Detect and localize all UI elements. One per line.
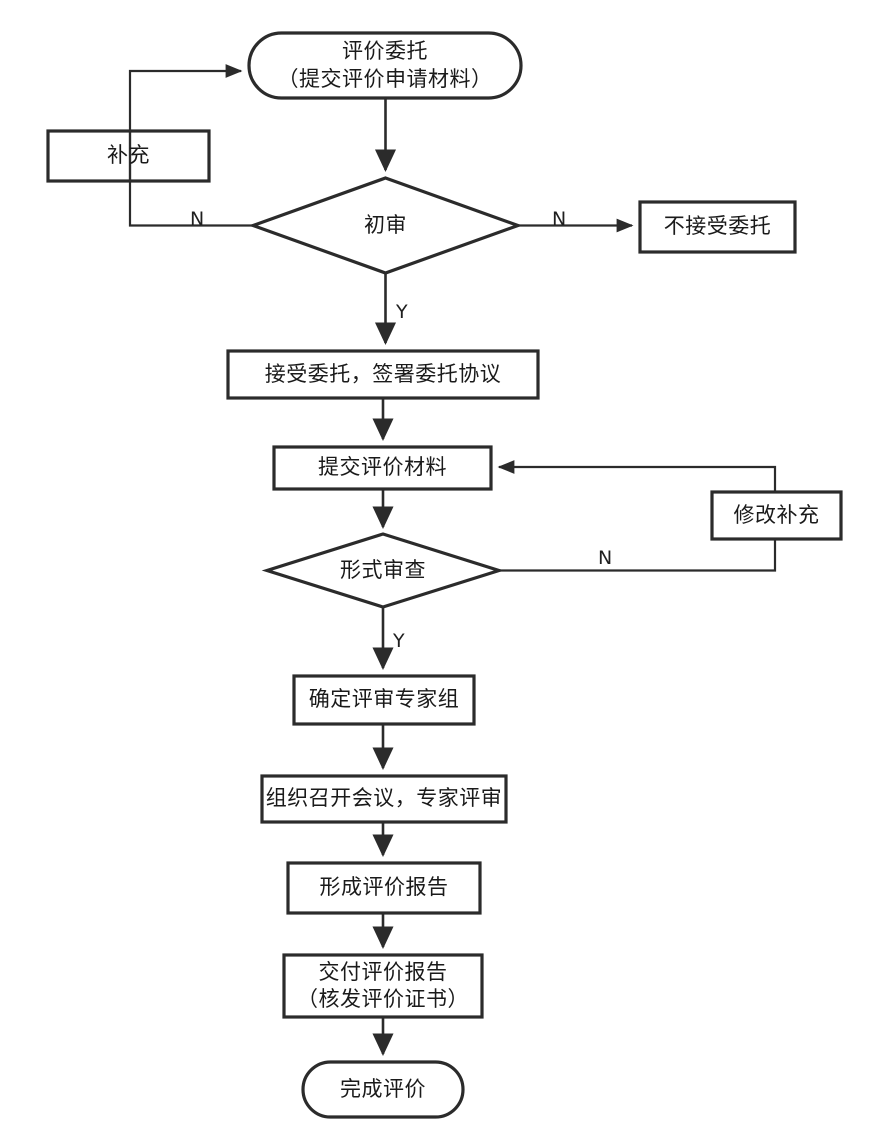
node-shape-finish: [301, 1060, 465, 1119]
node-supplement[interactable]: [48, 131, 209, 181]
node-reject[interactable]: [640, 202, 795, 252]
node-form-report[interactable]: [288, 863, 480, 913]
edge-revise-supplement-to-submit-materials: [497, 460, 777, 492]
connectors: [128, 64, 777, 1056]
node-accept-sign[interactable]: [228, 351, 538, 398]
node-shape-expert-meeting: [260, 774, 508, 824]
node-expert-group[interactable]: [294, 676, 474, 724]
node-shape-accept-sign: [226, 349, 540, 400]
node-shape-expert-group: [292, 674, 476, 726]
node-form-review[interactable]: [267, 534, 499, 607]
node-finish[interactable]: [303, 1062, 463, 1117]
node-start[interactable]: [249, 33, 521, 98]
node-shape-reject: [638, 200, 797, 254]
node-submit-materials[interactable]: [274, 447, 491, 489]
node-revise-supplement[interactable]: [712, 492, 841, 539]
edge-form-review-to-revise-supplement: [499, 539, 777, 572]
node-shape-form-report: [286, 861, 482, 915]
node-expert-meeting[interactable]: [262, 776, 506, 822]
node-shape-revise-supplement: [710, 490, 843, 541]
node-shape-supplement: [46, 129, 211, 183]
node-deliver-report[interactable]: [284, 955, 482, 1017]
node-first-review[interactable]: [253, 178, 518, 273]
node-shape-deliver-report: [282, 953, 484, 1019]
